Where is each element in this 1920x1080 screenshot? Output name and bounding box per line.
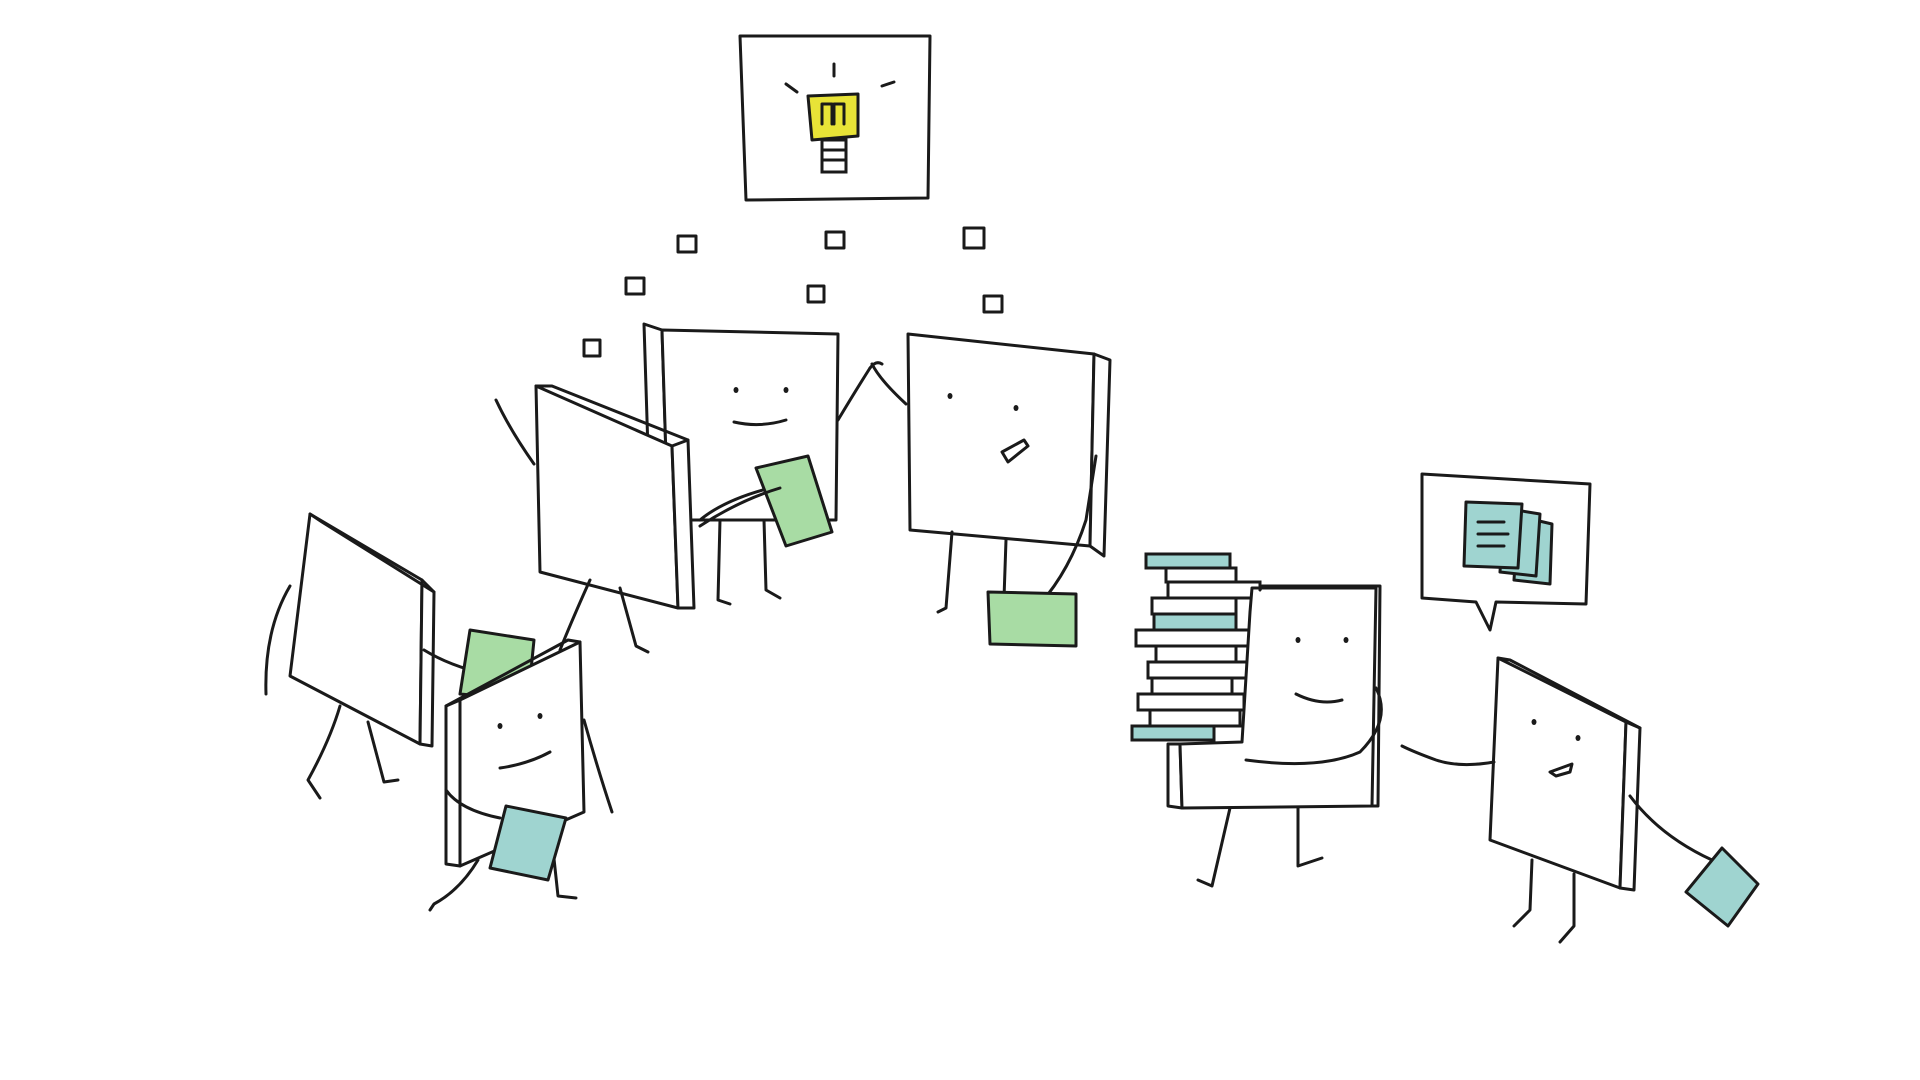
teal-paper <box>488 804 568 882</box>
document-speech-bubble <box>1420 472 1592 632</box>
green-paper <box>986 590 1078 648</box>
idea-frame <box>738 34 932 202</box>
book-character-far-left <box>264 512 488 800</box>
book-stack <box>1130 552 1262 742</box>
green-paper <box>754 454 834 548</box>
documents-icon <box>1462 500 1554 586</box>
book-character-carrying-stack <box>1166 584 1383 888</box>
lightbulb-icon <box>784 62 896 174</box>
book-character-top-right <box>870 332 1112 648</box>
book-character-lower-left <box>428 628 614 912</box>
teal-paper <box>1684 846 1760 928</box>
floating-squares <box>582 226 1004 358</box>
book-character-far-right <box>1400 656 1760 944</box>
book-character-middle-left <box>494 384 696 654</box>
